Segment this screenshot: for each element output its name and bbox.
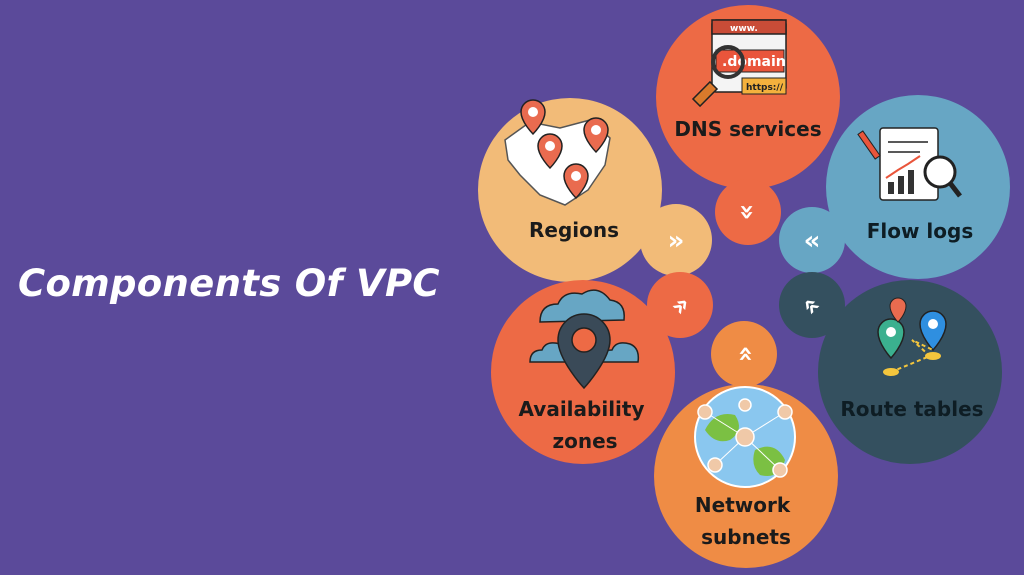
availability-zones-connector xyxy=(647,272,713,338)
flow-logs-connector xyxy=(779,207,845,273)
chevron-network-subnets: » xyxy=(730,346,760,363)
dns-circle xyxy=(656,5,840,189)
availability-zones-label: Availability zones xyxy=(519,397,652,453)
icon-https-text: https:// xyxy=(746,83,784,93)
component-route-tables: « Route tables xyxy=(779,272,1002,464)
route-tables-circle xyxy=(818,280,1002,464)
component-regions: » Regions xyxy=(478,98,712,282)
route-tables-label: Route tables xyxy=(840,397,983,421)
component-flow-logs: « Flow logs xyxy=(779,95,1010,279)
route-map-icon xyxy=(877,297,947,376)
chevron-flow-logs: « xyxy=(804,226,821,256)
chevron-dns: » xyxy=(732,204,762,221)
component-network-subnets: » Network subnets xyxy=(654,321,838,568)
flow-logs-label: Flow logs xyxy=(867,219,974,243)
dns-connector xyxy=(715,179,781,245)
regions-connector xyxy=(640,204,712,276)
chevron-regions: » xyxy=(668,226,685,256)
dns-label: DNS services xyxy=(674,117,821,141)
network-subnets-connector xyxy=(711,321,777,387)
route-tables-connector xyxy=(779,272,845,338)
component-dns-services: » www. .domain https:// DNS services xyxy=(656,5,840,245)
icon-www-text: www. xyxy=(730,24,758,34)
global-network-icon xyxy=(694,386,796,488)
cloud-location-icon xyxy=(529,289,640,390)
icon-domain-text: .domain xyxy=(722,54,786,70)
domain-search-icon: www. .domain https:// xyxy=(691,19,787,108)
report-analysis-icon xyxy=(857,127,962,201)
page-title: Components Of VPC xyxy=(18,262,440,305)
map-pins-icon xyxy=(504,99,611,206)
regions-label: Regions xyxy=(529,218,619,242)
network-subnets-label: Network subnets xyxy=(695,493,797,549)
component-availability-zones: » Availability zones xyxy=(491,272,713,464)
